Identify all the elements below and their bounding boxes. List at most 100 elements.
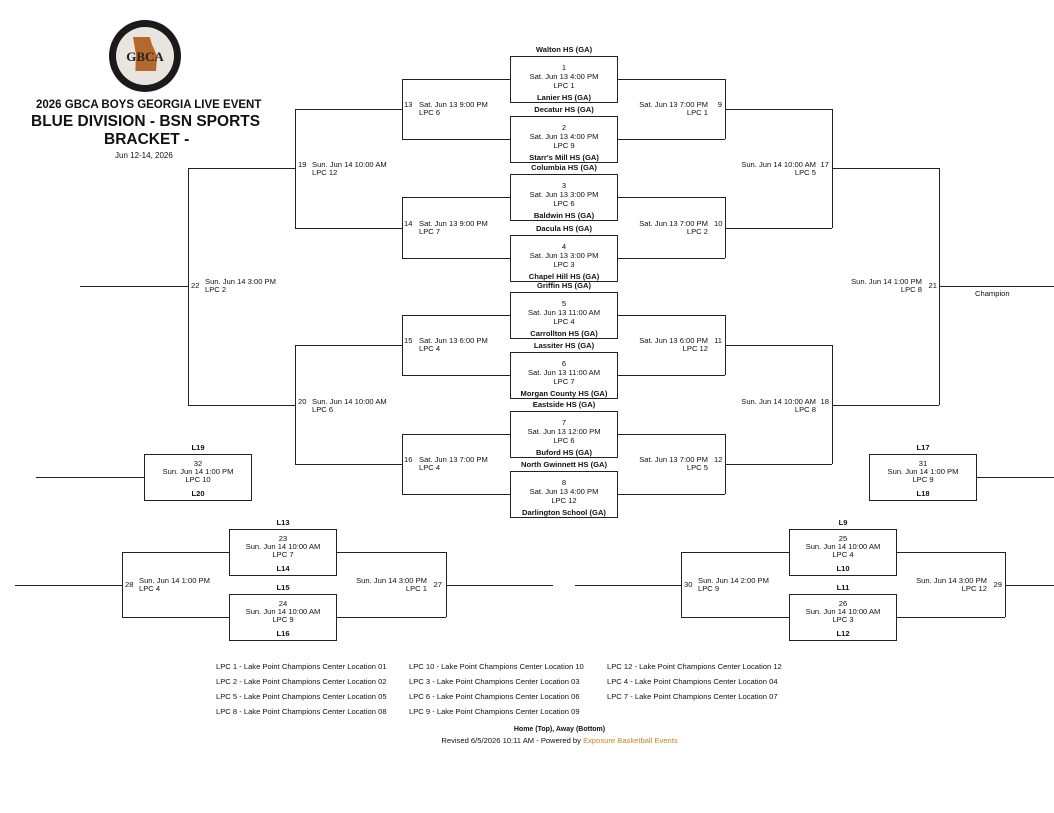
home-away-note: Home (Top), Away (Bottom) <box>513 726 606 733</box>
bracket-line <box>725 464 832 465</box>
game-box[interactable] <box>510 292 618 339</box>
bracket-line <box>402 197 510 198</box>
home-team-label: North Gwinnett HS (GA) <box>520 460 608 469</box>
game-time: Sat. Jun 13 6:00 PM <box>419 336 488 345</box>
loser-label-top: L17 <box>916 443 930 452</box>
game-location: LPC 1 <box>686 108 708 117</box>
game-time: Sat. Jun 13 9:00 PM <box>419 218 488 228</box>
location-legend-item: LPC 2 - Lake Point Champions Center Loca… <box>216 677 387 686</box>
game-location: LPC 12 <box>312 168 338 178</box>
bracket-line <box>402 139 510 140</box>
game-number: 6 <box>561 359 567 368</box>
bracket-line <box>295 109 402 110</box>
home-team-label: Dacula HS (GA) <box>535 224 593 233</box>
game-number: 15 <box>404 336 413 345</box>
bracket-line <box>295 464 402 465</box>
game-time: Sun. Jun 14 10:00 AM <box>741 396 816 406</box>
home-team-label: Eastside HS (GA) <box>532 400 596 409</box>
game-number: 16 <box>404 455 413 464</box>
game-box[interactable] <box>510 56 618 103</box>
game-time: Sat. Jun 13 7:00 PM <box>639 218 708 228</box>
away-team-label: Morgan County HS (GA) <box>520 389 608 398</box>
bracket-line <box>897 617 1005 618</box>
game-box[interactable] <box>510 174 618 221</box>
game-box[interactable] <box>510 235 618 282</box>
loser-label-top: L11 <box>836 583 850 592</box>
game-location: LPC 4 <box>419 344 441 353</box>
game-number: 26 <box>838 599 848 608</box>
game-location: LPC 8 <box>794 404 816 414</box>
game-number: 23 <box>278 534 288 543</box>
game-time: Sat. Jun 13 7:00 PM <box>419 455 488 464</box>
game-number: 29 <box>993 579 1002 589</box>
game-number: 31 <box>918 459 928 468</box>
bracket-line <box>402 315 403 375</box>
game-number: 20 <box>298 396 307 406</box>
game-location: LPC 2 <box>686 226 708 236</box>
loser-label-bottom: L10 <box>836 564 850 573</box>
loser-label-top: L15 <box>276 583 290 592</box>
location-legend-item: LPC 5 - Lake Point Champions Center Loca… <box>216 692 387 701</box>
game-time: Sat. Jun 13 9:00 PM <box>419 100 488 109</box>
location-legend-item: LPC 1 - Lake Point Champions Center Loca… <box>216 662 387 671</box>
game-location: LPC 4 <box>832 550 854 559</box>
bracket-line <box>681 552 789 553</box>
bracket-line <box>977 477 1054 478</box>
loser-label-top: L19 <box>191 443 205 452</box>
exposure-link[interactable]: Exposure Basketball Events <box>583 736 678 745</box>
game-number: 18 <box>820 396 829 406</box>
game-location: LPC 12 <box>551 496 577 505</box>
location-legend-item: LPC 12 - Lake Point Champions Center Loc… <box>607 662 782 671</box>
location-legend-item: LPC 6 - Lake Point Champions Center Loca… <box>409 692 580 701</box>
home-team-label: Decatur HS (GA) <box>534 105 594 114</box>
game-box[interactable] <box>869 454 977 501</box>
loser-label-bottom: L16 <box>276 629 290 638</box>
away-team-label: Baldwin HS (GA) <box>533 211 595 220</box>
bracket-line <box>725 345 832 346</box>
game-number: 25 <box>838 534 848 543</box>
game-time: Sun. Jun 14 2:00 PM <box>698 575 769 585</box>
home-team-label: Walton HS (GA) <box>535 45 593 54</box>
game-number: 28 <box>125 579 134 589</box>
location-legend-item: LPC 7 - Lake Point Champions Center Loca… <box>607 692 778 701</box>
away-team-label: Carrollton HS (GA) <box>530 329 598 338</box>
bracket-line <box>295 109 296 228</box>
game-box[interactable] <box>229 529 337 576</box>
game-time: Sat. Jun 13 11:00 AM <box>527 368 601 377</box>
game-location: LPC 5 <box>686 463 708 472</box>
game-box[interactable] <box>229 594 337 641</box>
game-box[interactable] <box>510 352 618 399</box>
game-time: Sun. Jun 14 3:00 PM <box>205 277 276 287</box>
bracket-line <box>337 552 446 553</box>
bracket-line <box>402 375 510 376</box>
game-location: LPC 12 <box>961 583 987 593</box>
bracket-line <box>337 617 446 618</box>
game-time: Sun. Jun 14 1:00 PM <box>851 277 922 287</box>
bracket-line <box>832 404 939 406</box>
bracket-line <box>618 315 725 316</box>
game-box[interactable] <box>789 529 897 576</box>
game-number: 17 <box>820 160 829 170</box>
bracket-line <box>188 404 295 406</box>
game-time: Sun. Jun 14 10:00 AM <box>312 160 387 170</box>
bracket-line <box>188 168 189 405</box>
game-time: Sat. Jun 13 4:00 PM <box>529 487 599 496</box>
game-time: Sat. Jun 13 3:00 PM <box>529 251 599 260</box>
game-number: 24 <box>278 599 288 608</box>
bracket-line <box>939 286 1054 288</box>
game-location: LPC 8 <box>900 285 922 295</box>
game-box[interactable] <box>144 454 252 501</box>
game-time: Sun. Jun 14 10:00 AM <box>312 396 387 406</box>
game-time: Sun. Jun 14 10:00 AM <box>805 542 881 551</box>
bracket-line <box>295 345 296 464</box>
bracket-line <box>897 552 1005 553</box>
game-box[interactable] <box>789 594 897 641</box>
game-box[interactable] <box>510 471 618 518</box>
game-box[interactable] <box>510 411 618 458</box>
game-location: LPC 6 <box>553 436 575 445</box>
location-legend-item: LPC 8 - Lake Point Champions Center Loca… <box>216 707 387 716</box>
game-location: LPC 10 <box>185 475 211 484</box>
event-title: 2026 GBCA BOYS GEORGIA LIVE EVENT <box>36 99 262 111</box>
game-box[interactable] <box>510 116 618 163</box>
game-location: LPC 1 <box>553 81 575 90</box>
